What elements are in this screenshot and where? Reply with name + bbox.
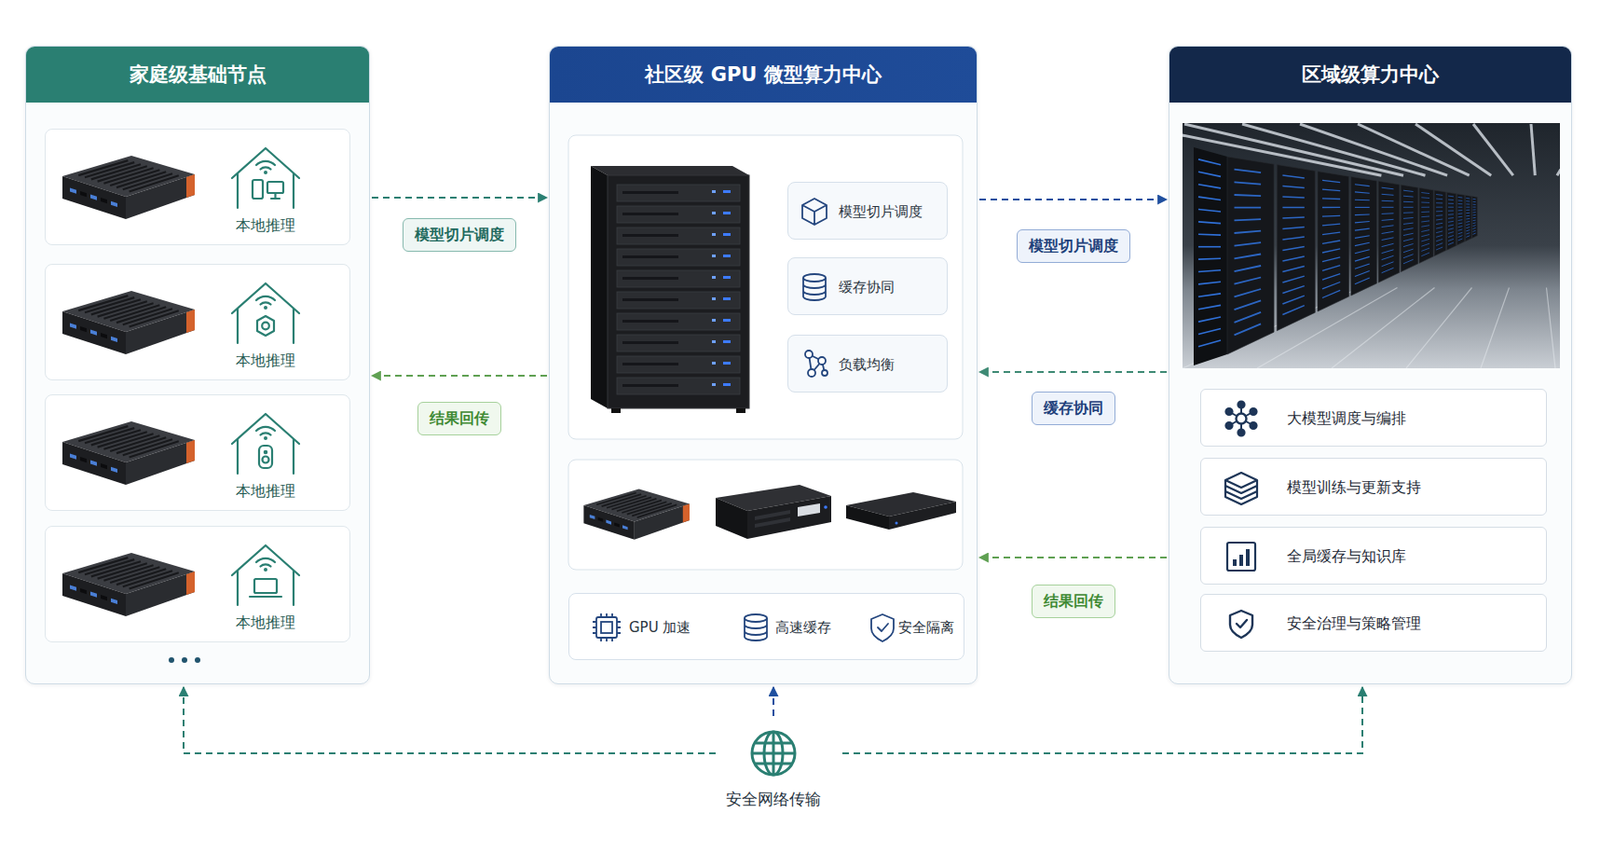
mini-pc: [62, 155, 195, 219]
function-box: 模型切片调度: [787, 181, 948, 240]
home-node-card: 本地推理: [44, 525, 351, 643]
dashed-connector: [772, 686, 775, 716]
edge-label: 结果回传: [1031, 584, 1116, 618]
tier-panel: 模型切片调度缓存协同负载均衡 GPU 加速 高速缓存 安全隔离 社区级 GPU 微型算力…: [548, 45, 978, 684]
dashed-connector: [842, 686, 1363, 753]
node-label: 高速缓存: [775, 616, 832, 638]
home-node-card: 本地推理: [44, 263, 351, 381]
node-artwork: [45, 395, 350, 510]
capability-box: 全局缓存与知识库: [1200, 526, 1547, 585]
edge-label: 模型切片调度: [402, 218, 517, 252]
home-icon: [232, 413, 300, 474]
capability-box: 大模型调度与编排: [1200, 388, 1547, 447]
node-label: GPU 加速: [629, 616, 691, 638]
node-label: 本地推理: [220, 350, 311, 371]
node-label: 本地推理: [220, 480, 311, 502]
edge-label: 模型切片调度: [1016, 229, 1131, 263]
edge-box: [846, 492, 957, 530]
home-icon: [232, 545, 300, 605]
node-label: 安全网络传输: [717, 788, 830, 809]
function-box: 缓存协同: [787, 257, 948, 315]
mini-pc: [62, 421, 195, 485]
tier-title: 区域级算力中心: [1169, 46, 1572, 103]
node-label: 全局缓存与知识库: [1286, 545, 1407, 568]
tier-title: 社区级 GPU 微型算力中心: [549, 46, 977, 103]
node-artwork: [45, 526, 350, 642]
tier-panel: 大模型调度与编排模型训练与更新支持全局缓存与知识库安全治理与策略管理 区域级算力中…: [1168, 45, 1573, 684]
node-label: 负载均衡: [838, 354, 895, 375]
network-globe: 安全网络传输: [717, 717, 841, 815]
dashed-connector: [979, 370, 1167, 373]
capability-box: 安全治理与策略管理: [1200, 593, 1547, 652]
dashed-connector: [979, 556, 1167, 559]
dashed-connector: [183, 686, 716, 753]
dashed-connector: [371, 196, 548, 199]
node-label: 安全隔离: [898, 616, 955, 638]
home-node-card: 本地推理: [44, 394, 351, 511]
dashed-connector: [371, 374, 548, 377]
capability-bar: GPU 加速 高速缓存 安全隔离: [568, 592, 965, 660]
edge-label: 结果回传: [417, 401, 502, 436]
home-icon: [232, 148, 300, 208]
mini-pc: [62, 290, 195, 355]
dashed-connector: [979, 198, 1167, 201]
node-artwork: [45, 264, 350, 380]
home-node-card: 本地推理: [44, 128, 351, 246]
capability-box: 模型训练与更新支持: [1200, 457, 1547, 516]
server-rack: [590, 165, 750, 413]
node-label: 大模型调度与编排: [1286, 407, 1407, 430]
rack-server: [715, 484, 832, 539]
edge-device: [583, 488, 690, 539]
node-label: 本地推理: [220, 215, 311, 236]
node-artwork: [1169, 46, 1572, 684]
node-label: 缓存协同: [838, 276, 895, 298]
edge-label: 缓存协同: [1031, 391, 1116, 425]
tier-title: 家庭级基础节点: [26, 46, 370, 103]
datacenter-photo: [1182, 123, 1560, 369]
node-label: 本地推理: [220, 612, 311, 633]
function-box: 负载均衡: [787, 334, 948, 393]
mini-pc: [62, 552, 195, 616]
node-label: 模型切片调度: [838, 201, 923, 222]
tier-panel: 本地推理本地推理本地推理本地推理家庭级基础节点: [25, 45, 370, 684]
node-artwork: [45, 129, 350, 245]
home-icon: [232, 283, 300, 343]
node-label: 模型训练与更新支持: [1286, 476, 1422, 499]
node-label: 安全治理与策略管理: [1286, 612, 1422, 635]
